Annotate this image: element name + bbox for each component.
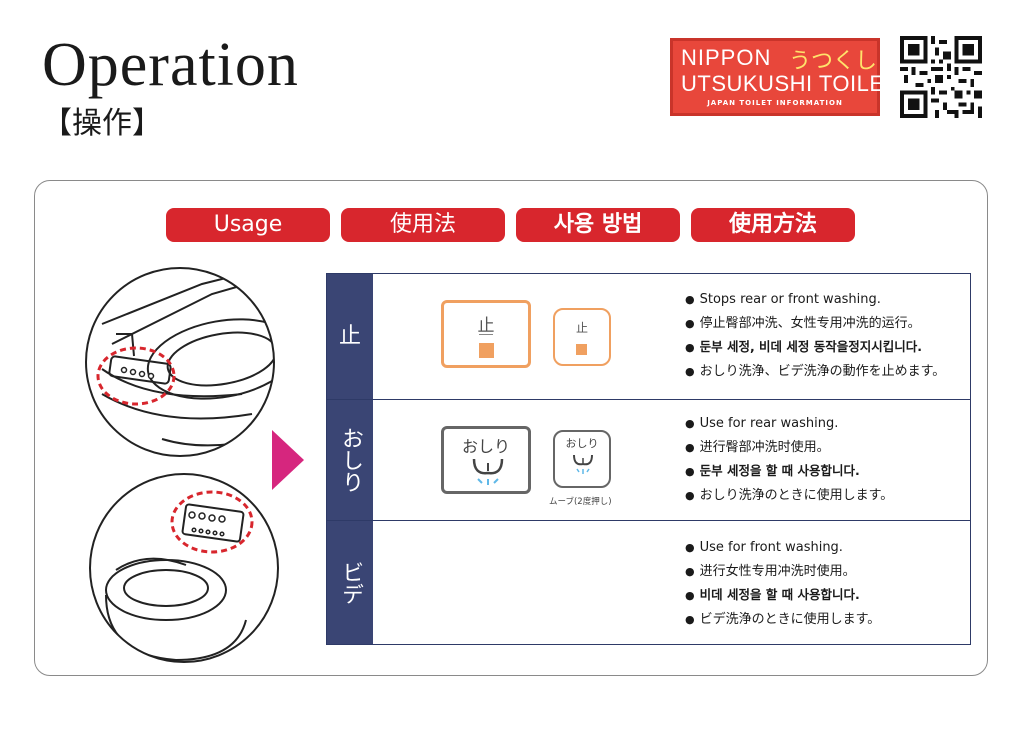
toilet-remote-illustration [89,473,279,663]
page-subtitle: 【操作】 [42,106,162,141]
stop-button-small-icon: 止 [553,308,611,366]
stop-button-small-label: 止 [575,321,588,335]
logo-line3: JAPAN TOILET INFORMATION [707,99,843,107]
stop-button-large-icon: 止 [441,300,531,368]
row-rear-wash: おしり おしり おしり ムーブ(2度押し) Use for rear washi… [327,399,970,520]
rear-wash-button-large-icon: おしり [441,426,531,494]
operation-table: 止 止 止 Stops rear or front washing. 停止臀部冲… [326,273,971,645]
stop-square-small-icon [576,344,587,355]
row-rear-wash-header: おしり [327,400,373,520]
page-title: Operation [42,31,299,99]
tab-usage-tw[interactable]: 使用方法 [691,208,855,242]
stop-square-icon [479,343,494,358]
row-front-wash: ビデ Use for front washing. 进行女性专用冲洗时使用。 비… [327,520,970,644]
rear-wash-button-small-label: おしり [565,437,599,450]
bottom-wash-small-icon [573,454,593,474]
row-front-wash-header: ビデ [327,521,373,644]
logo-line1: NIPPON [681,45,772,70]
row-stop-header: 止 [327,274,373,399]
logo-line1-jp: うつくし [789,49,878,74]
qr-code-icon[interactable] [900,36,982,118]
stop-button-underline [479,334,493,335]
logo-line2: UTSUKUSHI TOILET [681,71,899,96]
list-item: Use for rear washing. [685,412,893,436]
list-item: 비데 세정을 할 때 사용합니다. [685,583,880,608]
nippon-utsukushi-toilet-logo: NIPPON うつくし UTSUKUSHI TOILET JAPAN TOILE… [670,38,898,116]
list-item: おしり洗浄のときに使用します。 [685,484,894,508]
move-caption: ムーブ(2度押し) [549,497,612,507]
list-item: おしり洗浄、ビデ洗浄の動作を止めます。 [685,360,946,384]
list-item: 进行臀部冲洗时使用。 [685,436,893,460]
rear-wash-button-large-label: おしり [461,437,510,456]
front-wash-instructions: Use for front washing. 进行女性专用冲洗时使用。 비데 세… [685,536,881,632]
pointer-arrow-icon [272,430,304,490]
list-item: 둔부 세정, 비데 세정 동작을정지시킵니다. [685,335,945,360]
content-panel [34,180,988,676]
tab-usage-cn[interactable]: 使用法 [341,208,505,242]
bottom-wash-icon [472,458,504,485]
rear-wash-instructions: Use for rear washing. 进行臀部冲洗时使用。 둔부 세정을 … [685,412,894,508]
list-item: Use for front washing. [685,536,880,560]
list-item: ビデ洗浄のときに使用します。 [685,608,881,632]
list-item: Stops rear or front washing. [685,288,945,312]
row-stop: 止 止 止 Stops rear or front washing. 停止臀部冲… [327,274,970,399]
stop-button-large-label: 止 [477,316,495,336]
list-item: 둔부 세정을 할 때 사용합니다. [685,459,893,484]
tab-usage-ko[interactable]: 사용 방법 [516,208,680,242]
rear-wash-button-small-icon: おしり [553,430,611,488]
stop-instructions: Stops rear or front washing. 停止臀部冲洗、女性专用… [685,288,946,384]
list-item: 进行女性专用冲洗时使用。 [685,560,880,584]
list-item: 停止臀部冲洗、女性专用冲洗的运行。 [685,312,945,336]
toilet-side-panel-illustration [85,267,275,457]
tab-usage-en[interactable]: Usage [166,208,330,242]
